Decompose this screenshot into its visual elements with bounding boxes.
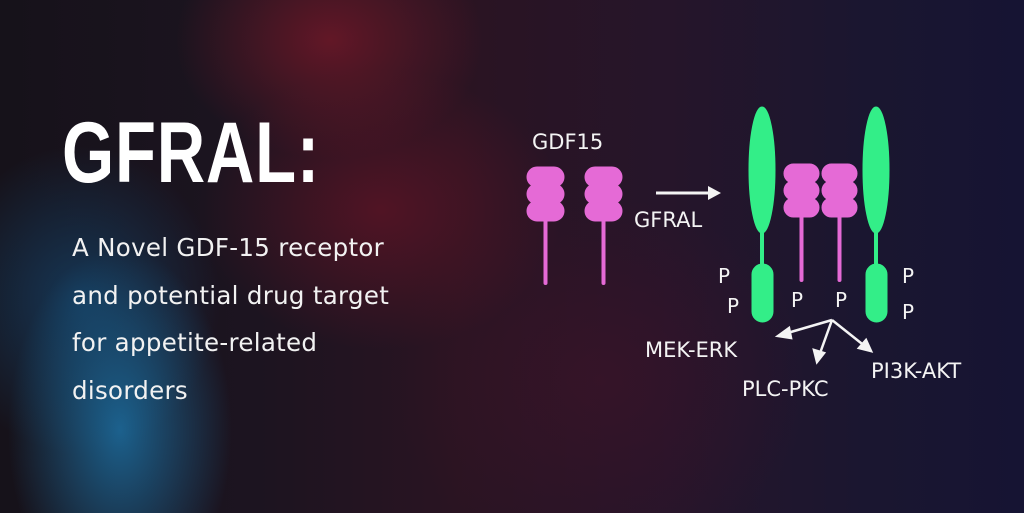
pathway-plc-pkc: PLC-PKC [742, 377, 829, 401]
pathway-pi3k-akt: PI3K-AKT [871, 359, 961, 383]
phospho-label: P [791, 288, 803, 312]
subtitle-line-2: and potential drug target [72, 280, 390, 310]
subtitle-line-4: disorders [72, 375, 188, 405]
binding-arrow-icon [656, 186, 721, 200]
gdf15-label: GDF15 [532, 130, 603, 154]
pathway-mek-erk: MEK-ERK [645, 338, 738, 362]
pathway-arrows-icon [774, 318, 874, 365]
phospho-label: P [902, 300, 914, 324]
phospho-label: P [902, 264, 914, 288]
subtitle-line-3: for appetite-related [72, 328, 318, 357]
gdf15-ligand-left [526, 166, 565, 285]
page-title: GFRAL: [62, 105, 321, 201]
gfral-receptor-left [748, 106, 776, 323]
phospho-label: P [835, 288, 847, 312]
gdf15-ligand-right [584, 166, 623, 285]
subtitle-line-1: A Novel GDF-15 receptor [72, 233, 385, 262]
phospho-label: P [727, 294, 739, 318]
gfral-label: GFRAL [634, 208, 702, 232]
phospho-label: P [718, 264, 730, 288]
gfral-receptor-right [862, 106, 890, 323]
bound-gdf15-right [821, 163, 858, 282]
bound-gdf15-left [783, 163, 820, 282]
subtitle: A Novel GDF-15 receptor and potential dr… [72, 224, 389, 414]
